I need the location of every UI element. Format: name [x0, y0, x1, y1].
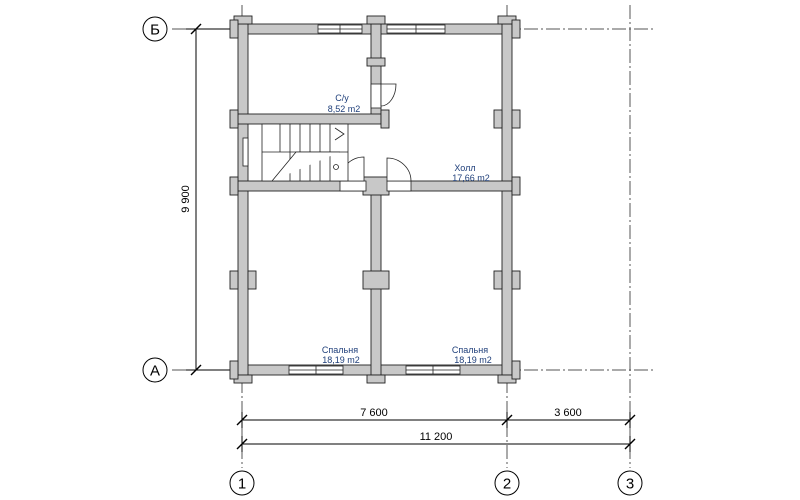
door-stair-opening — [339, 180, 367, 192]
door-hall-opening — [386, 180, 412, 192]
axis-bubble-b: Б — [142, 16, 168, 42]
axis-label-1: 1 — [238, 476, 246, 493]
doors — [339, 83, 412, 192]
axis-bubble-1: 1 — [229, 470, 255, 496]
room-name: Холл — [454, 163, 475, 173]
windows — [242, 24, 461, 375]
room-label-bedroom-left: Спальня 18,19 m2 — [322, 345, 360, 365]
room-label-bedroom-right: Спальня 18,19 m2 — [452, 345, 492, 365]
axis-bubble-3: 3 — [617, 470, 643, 496]
wall-left — [237, 23, 249, 376]
stair-direction-line — [271, 151, 340, 182]
axis-label-b: Б — [150, 22, 160, 39]
stair-arrow-icon — [334, 127, 345, 141]
room-name: С/у — [335, 93, 349, 103]
axis-label-3: 3 — [626, 476, 634, 493]
room-name: Спальня — [452, 345, 488, 355]
dimension-total: 11 200 — [236, 431, 636, 452]
walls — [235, 23, 513, 376]
dimension-height: 9 900 — [180, 23, 232, 376]
door-bath-swing — [380, 83, 397, 107]
room-area: 17,66 m2 — [452, 173, 490, 183]
dimension-height-label: 9 900 — [180, 185, 192, 213]
wall-right — [501, 23, 513, 376]
axis-label-a: А — [150, 363, 160, 380]
axis-bubble-a: А — [142, 357, 168, 383]
window-stair — [242, 137, 249, 167]
door-bedroom-right-swing — [386, 157, 412, 182]
dimension-bays: 7 600 3 600 — [236, 407, 636, 428]
room-area: 18,19 m2 — [322, 355, 360, 365]
dimension-bay-2-3: 3 600 — [554, 407, 582, 419]
staircase — [261, 123, 349, 182]
door-bath-opening — [370, 83, 382, 109]
dimension-total-label: 11 200 — [420, 431, 453, 443]
room-name: Спальня — [322, 345, 358, 355]
room-area: 8,52 m2 — [328, 104, 361, 114]
dimension-bay-1-2: 7 600 — [360, 407, 388, 419]
axis-bubble-2: 2 — [494, 470, 520, 496]
room-label-hall: Холл 17,66 m2 — [452, 163, 490, 183]
room-area: 18,19 m2 — [454, 355, 492, 365]
wall-bath — [237, 113, 382, 125]
room-label-bath: С/у 8,52 m2 — [328, 93, 361, 114]
axis-label-2: 2 — [503, 476, 511, 493]
